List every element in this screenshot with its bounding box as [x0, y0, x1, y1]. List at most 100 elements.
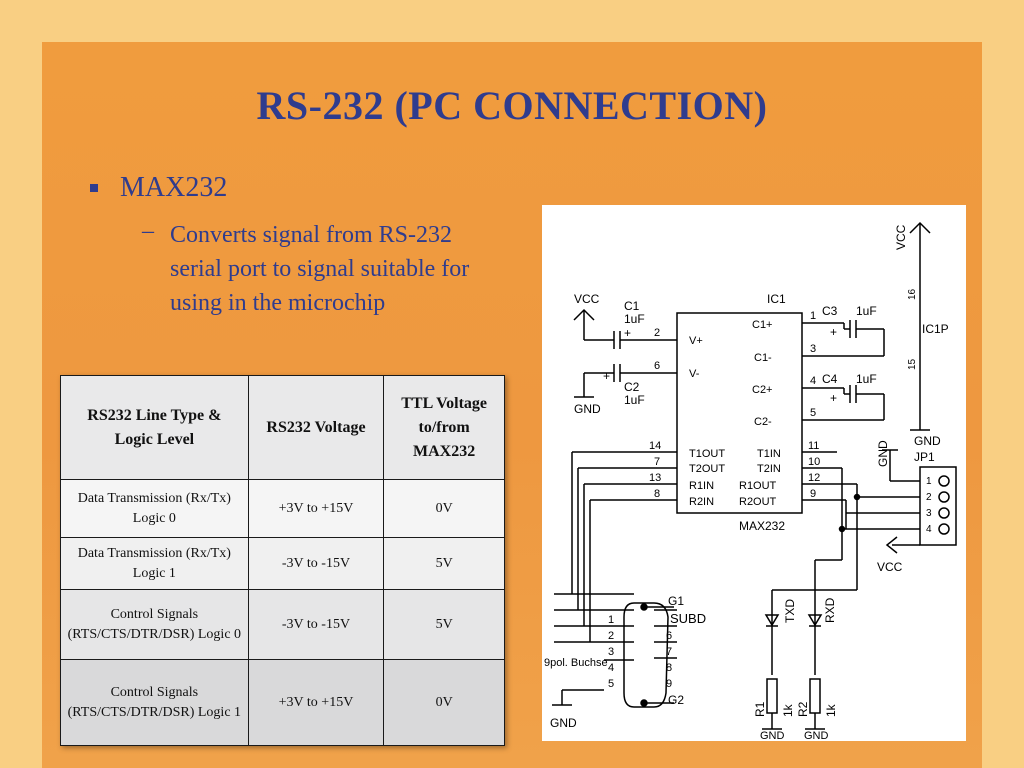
pin-label-vminus: V-: [689, 368, 700, 380]
cap-c1-label: C1: [624, 299, 640, 313]
table-cell: Data Transmission (Rx/Tx) Logic 1: [60, 537, 249, 590]
table-cell: 0V: [383, 659, 505, 746]
gnd-label: GND: [876, 440, 890, 467]
bullet-item: MAX232: [90, 172, 227, 204]
pin-number: 4: [926, 524, 932, 535]
pin-number: 6: [654, 360, 660, 372]
table-cell: +3V to +15V: [247, 479, 385, 538]
table-row: Data Transmission (Rx/Tx) Logic 0 +3V to…: [60, 479, 505, 538]
table-cell: 5V: [383, 589, 505, 660]
pin-label-c1p: C1+: [752, 319, 773, 331]
pin-label-t2in: T2IN: [757, 463, 781, 475]
connector-g2: G2: [668, 693, 684, 707]
gnd-label: GND: [804, 730, 829, 741]
pin-label-t2out: T2OUT: [689, 463, 725, 475]
pin-number: 8: [666, 662, 672, 674]
sub-bullet-text: Converts signal from RS-232 serial port …: [170, 222, 470, 316]
voltage-table: RS232 Line Type & Logic Level RS232 Volt…: [60, 375, 505, 746]
max232-schematic: IC1 MAX232 V+ V- T1OUT T2OUT R1IN R2IN C…: [542, 205, 966, 741]
pin-number: 9: [666, 678, 672, 690]
pin-number: 13: [649, 472, 661, 484]
schematic-drawing: IC1 MAX232 V+ V- T1OUT T2OUT R1IN R2IN C…: [544, 221, 957, 741]
cap-c3-value: 1uF: [856, 304, 877, 318]
pin-number: 1: [926, 476, 932, 487]
gnd-label: GND: [574, 402, 601, 416]
pin-label-c1m: C1-: [754, 352, 772, 364]
cap-c2-label: C2: [624, 380, 640, 394]
connector-label: SUBD: [670, 611, 706, 626]
pin-label-c2p: C2+: [752, 384, 773, 396]
pin-label-c2m: C2-: [754, 416, 772, 428]
pin-number: 1: [810, 310, 816, 322]
pin-number: 12: [808, 472, 820, 484]
table-row: Control Signals (RTS/CTS/DTR/DSR) Logic …: [60, 589, 505, 660]
pin-number: 5: [608, 678, 614, 690]
cap-c2-value: 1uF: [624, 393, 645, 407]
pin-number: 4: [810, 375, 816, 387]
resistor-r2-value: 1k: [824, 703, 838, 717]
cap-c4-value: 1uF: [856, 372, 877, 386]
bullet-text: MAX232: [120, 172, 228, 203]
cap-c1-value: 1uF: [624, 312, 645, 326]
gnd-label: GND: [914, 434, 941, 448]
slide: RS-232 (PC CONNECTION) MAX232 – Converts…: [42, 42, 982, 768]
vcc-label: VCC: [894, 224, 908, 250]
pin-number: 9: [810, 488, 816, 500]
pin-number: 3: [926, 508, 932, 519]
vcc-label: VCC: [574, 292, 600, 306]
jumper-label: JP1: [914, 450, 935, 464]
table-cell: -3V to -15V: [247, 537, 385, 590]
gnd-label: GND: [550, 716, 577, 730]
ic-power-label: IC1P: [922, 322, 949, 336]
ic-body: [676, 312, 803, 514]
pin-number: 10: [808, 456, 820, 468]
pin-number: 15: [907, 358, 918, 370]
vcc-label: VCC: [877, 560, 903, 574]
bullet-square-icon: [90, 184, 98, 192]
dash-icon: –: [142, 218, 154, 244]
cap-c3-label: C3: [822, 304, 838, 318]
sub-bullet-item: – Converts signal from RS-232 serial por…: [142, 218, 470, 320]
pin-label-r2in: R2IN: [689, 496, 714, 508]
pin-number: 3: [608, 646, 614, 658]
pin-number: 5: [810, 407, 816, 419]
pin-number: 14: [649, 440, 661, 452]
slide-title: RS-232 (PC CONNECTION): [256, 83, 768, 128]
plus-sign: +: [603, 369, 610, 383]
pin-label-vplus: V+: [689, 335, 703, 347]
connector-g1: G1: [668, 594, 684, 608]
pin-number: 4: [608, 662, 614, 674]
pin-number: 3: [810, 343, 816, 355]
resistor-r1-label: R1: [753, 701, 767, 717]
pin-number: 2: [608, 630, 614, 642]
pin-label-t1in: T1IN: [757, 448, 781, 460]
led-rxd-label: RXD: [823, 597, 837, 623]
table-row: Data Transmission (Rx/Tx) Logic 1 -3V to…: [60, 537, 505, 590]
pin-number: 16: [907, 288, 918, 300]
pin-label-r1in: R1IN: [689, 480, 714, 492]
pin-number: 11: [808, 440, 819, 452]
resistor-r1-value: 1k: [781, 703, 795, 717]
pin-label-r2out: R2OUT: [739, 496, 777, 508]
table-header-cell: RS232 Voltage: [247, 375, 385, 480]
pin-number: 1: [608, 614, 614, 626]
pin-label-r1out: R1OUT: [739, 480, 777, 492]
plus-sign: +: [830, 391, 837, 405]
cap-c4-label: C4: [822, 372, 838, 386]
table-cell: Control Signals (RTS/CTS/DTR/DSR) Logic …: [60, 659, 249, 746]
connector-desc: 9pol. Buchse: [544, 657, 608, 669]
ic-part-label: MAX232: [739, 519, 785, 533]
pin-number: 2: [654, 327, 660, 339]
led-txd-label: TXD: [783, 599, 797, 623]
plus-sign: +: [830, 325, 837, 339]
ic-name: IC1: [767, 292, 786, 306]
table-row: Control Signals (RTS/CTS/DTR/DSR) Logic …: [60, 659, 505, 746]
resistor-r2-label: R2: [796, 701, 810, 717]
table-cell: +3V to +15V: [247, 659, 385, 746]
pin-label-t1out: T1OUT: [689, 448, 725, 460]
gnd-label: GND: [760, 730, 785, 741]
pin-number: 6: [666, 630, 672, 642]
plus-sign: +: [624, 326, 631, 340]
pin-number: 2: [926, 492, 932, 503]
pin-number: 8: [654, 488, 660, 500]
